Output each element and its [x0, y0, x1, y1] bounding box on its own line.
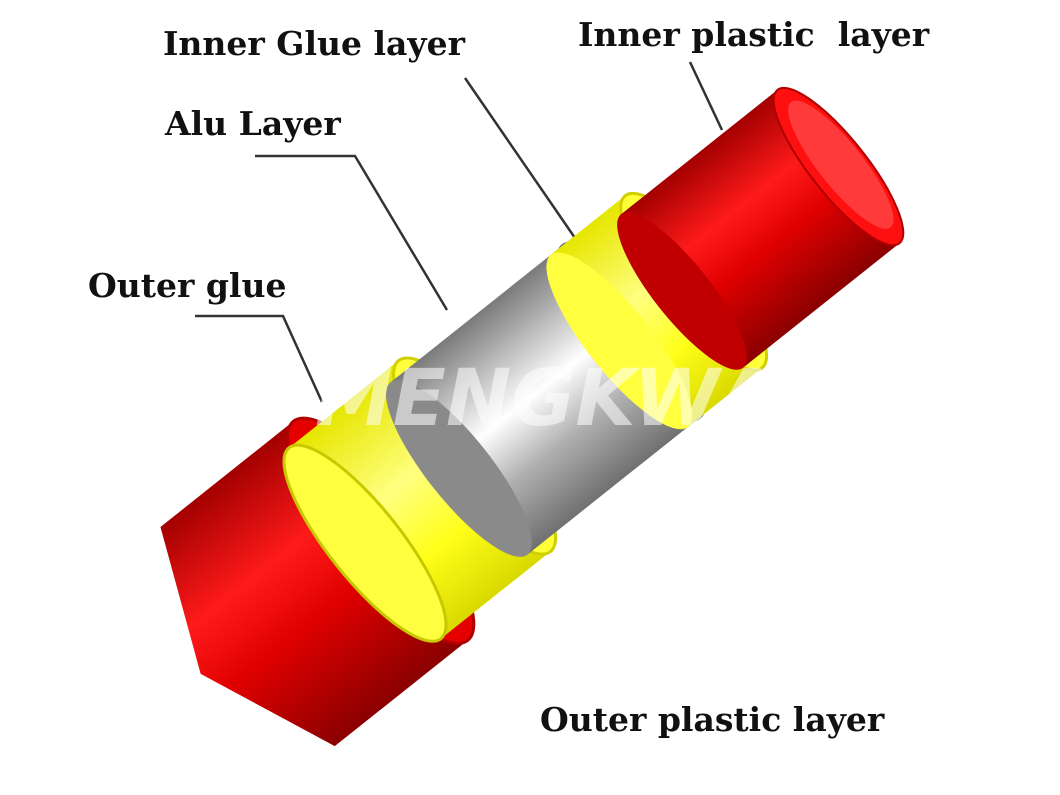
- leader-lines: [195, 61, 724, 403]
- label-outer-plastic-layer: Outer plastic layer: [540, 700, 885, 739]
- leader-line-alu: [255, 154, 449, 311]
- leader-line-inner-glue: [463, 77, 577, 239]
- leader-line-outer-glue: [195, 314, 324, 403]
- inner-plastic-segment: [617, 86, 905, 370]
- label-inner-glue-layer: Inner Glue layer: [163, 24, 465, 63]
- watermark: MENGKWA: [315, 354, 777, 444]
- label-alu-layer: Alu Layer: [165, 104, 341, 143]
- leader-line-inner-plastic: [688, 61, 724, 131]
- label-outer-glue: Outer glue: [88, 266, 287, 305]
- label-inner-plastic-layer: Inner plastic layer: [578, 15, 930, 54]
